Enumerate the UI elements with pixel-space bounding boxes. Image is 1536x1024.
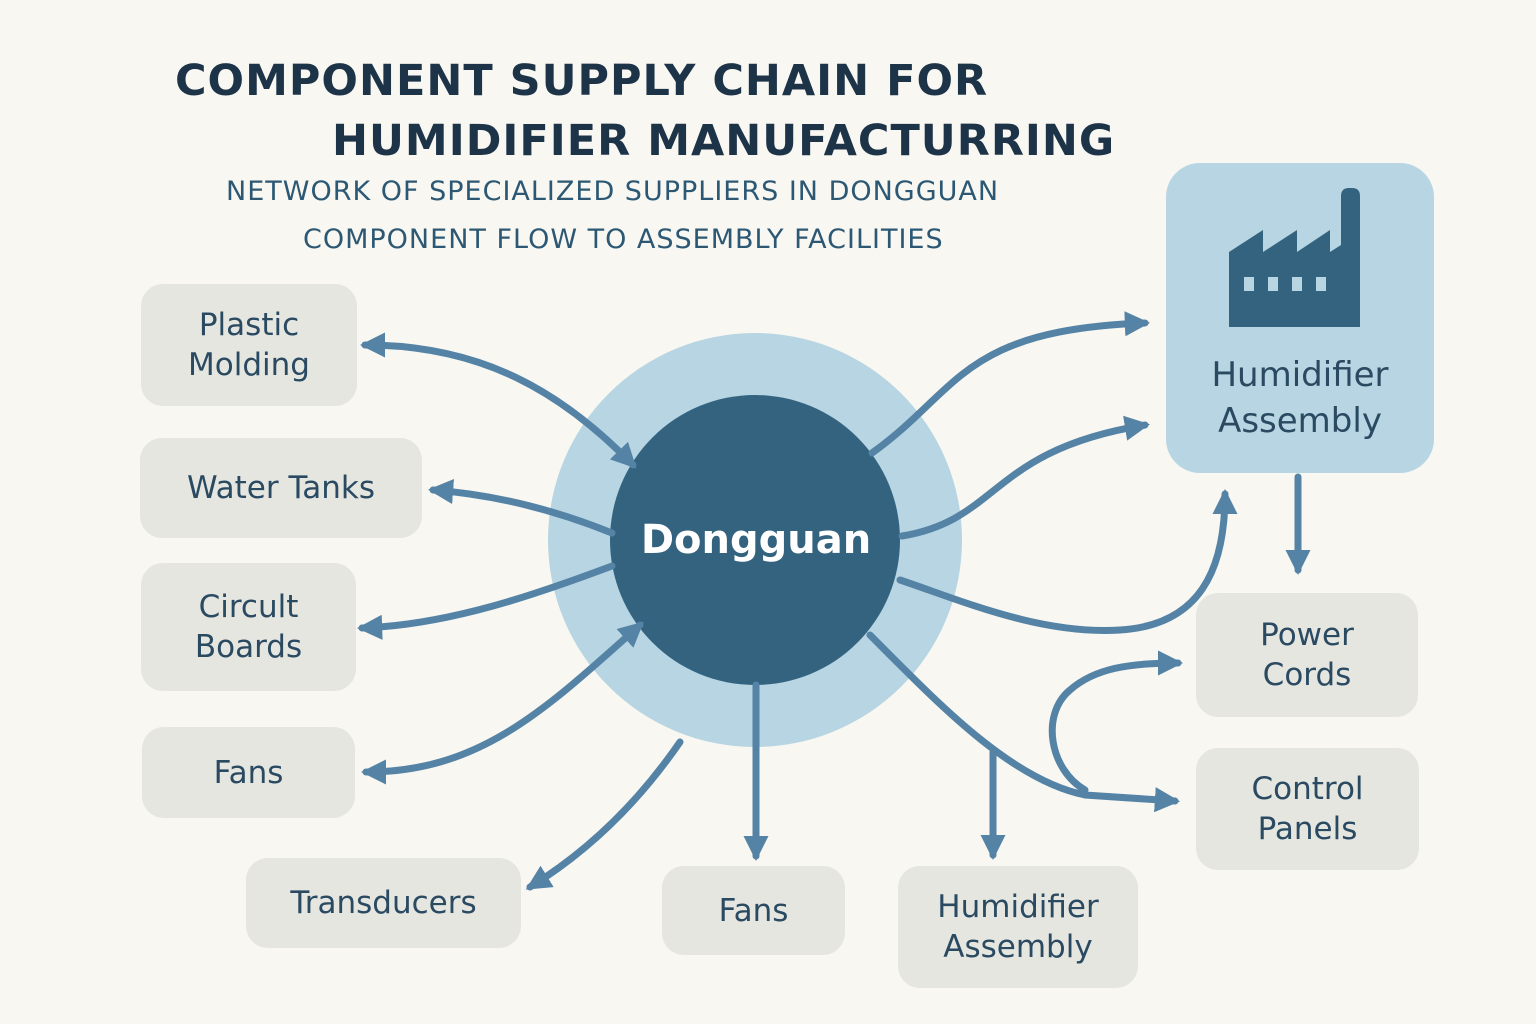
supplier-label: Power Cords [1260,617,1354,693]
supplier-label: Plastic Molding [188,307,310,383]
supplier-water-tanks: Water Tanks [140,438,422,538]
arrow-lower-right-branch [866,631,1181,813]
arrow-to-assembly-lower [896,488,1238,634]
arrow-transducers [525,738,684,891]
supplier-label: Humidifier Assembly [937,889,1099,965]
supplier-label: Water Tanks [186,470,376,506]
arrow-plastic-molding [359,332,637,469]
subtitle-line-1: NETWORK OF SPECIALIZED SUPPLIERS IN DONG… [226,176,1000,207]
arrow-fans-left [360,621,644,785]
supplier-label: Fans [213,754,284,791]
supplier-control-panels: Control Panels [1196,748,1419,870]
subtitle-line-2: COMPONENT FLOW TO ASSEMBLY FACILITIES [303,224,944,255]
supplier-label: Circult Boards [194,589,303,665]
arrow-to-assembly-top [868,311,1151,457]
arrow-water-tanks [427,478,616,537]
supplier-humidifier-assembly-bottom: Humidifier Assembly [898,866,1138,988]
arrow-power-cords [1048,650,1184,794]
supplier-label: Fans [718,892,789,929]
arrow-to-assembly-middle [898,415,1150,540]
supplier-plastic-molding: Plastic Molding [141,284,357,406]
hub-circle [610,395,900,685]
supplier-power-cords: Power Cords [1196,593,1418,717]
supplier-fans-left: Fans [142,727,355,818]
hub-label: Dongguan [640,517,872,563]
assembly-facility-label: Humidifier Assembly [1211,355,1389,441]
supplier-fans-bottom: Fans [662,866,845,955]
title-line-1: COMPONENT SUPPLY CHAIN FOR [175,56,989,106]
supplier-label: Transducers [290,885,477,921]
supplier-circuit-boards: Circult Boards [141,563,356,691]
supplier-transducers: Transducers [246,858,521,948]
factory-icon [1229,188,1360,327]
supplier-label: Control Panels [1251,771,1364,847]
title-line-2: HUMIDIFIER MANUFACTURRING [332,116,1116,166]
